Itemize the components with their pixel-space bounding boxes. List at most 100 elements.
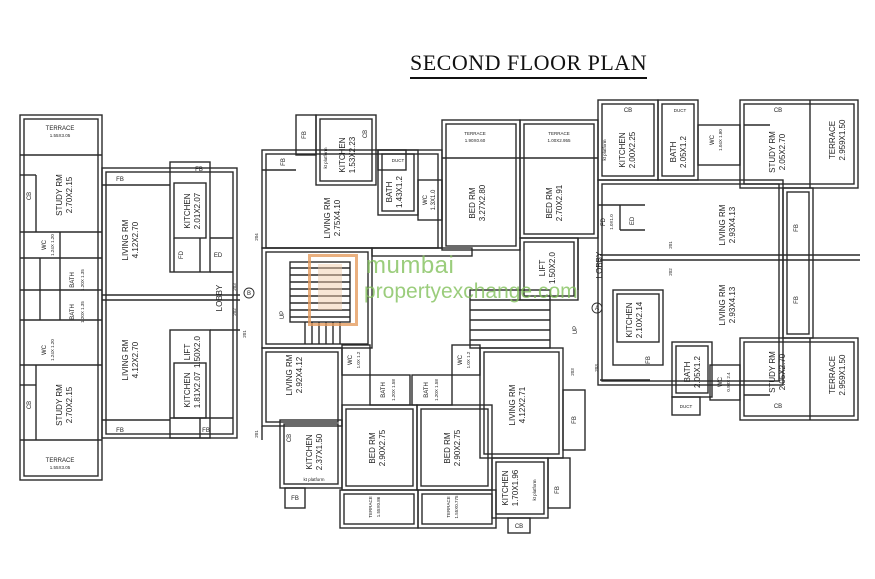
label-kt-platform-b1: kt platform: [303, 477, 324, 482]
label-ed-r: ED: [630, 216, 636, 225]
label-bath-b1: BATH: [381, 382, 387, 398]
room-labels: TERRACE 1.55X3.05 STUDY RM 2.70X2.15 CB …: [27, 108, 847, 530]
label-kitchen-r2: KITCHEN: [625, 302, 634, 337]
dim-bed-b1: 2.90X2.75: [378, 429, 387, 466]
label-fd-l: FD: [179, 250, 185, 259]
marker-b-circle: [243, 287, 255, 299]
label-terrace-bl: TERRACE: [46, 458, 75, 464]
label-fb-r1: FB: [794, 224, 800, 232]
label-lift-l: LIFT: [183, 344, 192, 361]
label-fb-b1: FB: [572, 416, 578, 424]
label-terrace-r1: TERRACE: [828, 121, 837, 159]
dim-bath-r2: 2.05X1.2: [693, 355, 702, 388]
label-lift-c: LIFT: [538, 260, 547, 277]
dim-terrace-b2: 1.55X0.775: [454, 495, 459, 519]
dim-lift-l: 1.50X2.0: [193, 335, 202, 368]
label-duct-r2: DUCT: [680, 404, 693, 409]
label-fb-b2: FB: [291, 496, 299, 502]
label-duct-c1: DUCT: [392, 158, 405, 163]
label-terrace-b2: TERRACE: [446, 496, 451, 518]
dim-kitchen-l2: 1.81X2.07: [193, 371, 202, 408]
dim-bed-c2: 2.70X2.91: [555, 184, 564, 221]
label-study-tl: STUDY RM: [55, 174, 64, 216]
label-wc-b1: WC: [348, 354, 354, 365]
label-kt-platform-c1: kt platform: [323, 147, 328, 168]
dim-bed-b2: 2.90X2.75: [453, 429, 462, 466]
label-study-r1: STUDY RM: [768, 131, 777, 173]
dim-terrace-c1: 1.90X0.60: [465, 138, 486, 143]
dim-kitchen-l1: 2.01X2.07: [193, 192, 202, 229]
label-fb-c1: FB: [281, 158, 287, 166]
label-bath-c1: BATH: [385, 181, 394, 202]
label-terrace-c2: TERRACE: [548, 131, 570, 136]
label-bath-b2: BATH: [424, 382, 430, 398]
dim-bath-b2: 1.20X 1.58: [434, 379, 439, 401]
dim-wc-r1: 1.04X 1.80: [718, 129, 723, 151]
label-cb-r3: CB: [774, 404, 782, 410]
label-kitchen-l2: KITCHEN: [183, 372, 192, 407]
watermark-building-fill: [318, 264, 342, 310]
dim-terrace-c2: 1.00X2.955: [547, 138, 571, 143]
label-cb-b2: CB: [515, 524, 523, 530]
label-lobby-l: LOBBY: [215, 284, 224, 311]
label-terrace-c1: TERRACE: [464, 131, 486, 136]
label-cb-tl: CB: [27, 192, 33, 200]
label-bath-r2: BATH: [683, 361, 692, 382]
num-203-b: 203: [570, 368, 575, 376]
label-living-l2: LIVING RM: [121, 339, 130, 380]
label-kitchen-r1: KITCHEN: [618, 132, 627, 167]
label-wc-r1: WC: [710, 134, 716, 145]
bottom-center-walls: [261, 344, 586, 534]
label-living-c1: LIVING RM: [323, 197, 332, 238]
dim-terrace-b1: 1.55X0.86: [376, 496, 381, 517]
label-kitchen-c1: KITCHEN: [338, 137, 347, 172]
dim-terrace-r2: 2.959X1.50: [838, 354, 847, 395]
label-cb-bl: CB: [27, 401, 33, 409]
label-kitchen-b1: KITCHEN: [305, 434, 314, 469]
label-kt-platform-r1: kt platform: [602, 139, 607, 160]
dim-fd-r: 1.0X1.0: [609, 214, 614, 230]
label-living-r2: LIVING RM: [718, 284, 727, 325]
watermark-logo: mumbai propertyexchange.com: [300, 250, 578, 330]
dim-bath-r1: 2.05X1.2: [679, 135, 688, 168]
watermark-text-2: propertyexchange.com: [364, 280, 578, 303]
label-fb-r3: FB: [646, 356, 652, 364]
dim-wc-l1: 1.24X 1.20: [50, 234, 55, 256]
label-bed-c1: BED RM: [468, 187, 477, 218]
num-204: 204: [254, 233, 259, 241]
watermark-text-1: mumbai: [366, 252, 455, 279]
label-wc-l1: WC: [42, 239, 48, 250]
label-cb-b1: CB: [287, 434, 293, 442]
dim-kitchen-b1: 2.37X1.50: [315, 433, 324, 470]
num-203-l: 203: [232, 283, 237, 291]
label-fb-1: FB: [116, 177, 124, 183]
dim-study-bl: 2.70X2.15: [65, 386, 74, 423]
center-walls: [261, 114, 599, 349]
num-201-r: 201: [668, 241, 673, 249]
dim-bath-c1: 1.43X1.2: [395, 175, 404, 208]
dim-study-tl: 2.70X2.15: [65, 176, 74, 213]
dim-bed-c1: 3.27X2.80: [478, 184, 487, 221]
dim-terrace-bl: 1.55X3.05: [50, 465, 71, 470]
dim-wc-r2: 0.93X 2.4: [726, 372, 731, 392]
label-bath-l1: BATH: [70, 272, 76, 288]
marker-a: A: [595, 306, 599, 312]
dim-kitchen-r2: 2.10X2.14: [635, 301, 644, 338]
label-terrace-r2: TERRACE: [828, 356, 837, 394]
dim-bath-l1: 1.20X 1.35: [80, 269, 85, 291]
dim-living-b2: 4.12X2.71: [518, 386, 527, 423]
label-lobby-r: LOBBY: [595, 251, 604, 278]
label-ed-l: ED: [214, 253, 223, 259]
dim-lift-c: 1.50X2.0: [548, 251, 557, 284]
label-terrace-b1: TERRACE: [368, 496, 373, 518]
num-202-r: 202: [668, 268, 673, 276]
dim-living-l2: 4.12X2.70: [131, 341, 140, 378]
label-living-b2: LIVING RM: [508, 384, 517, 425]
label-terrace-tl: TERRACE: [46, 126, 75, 132]
label-kt-platform-b2: kt platform: [532, 479, 537, 500]
label-wc-r2: WC: [718, 376, 724, 387]
label-up-1: UP: [280, 311, 286, 319]
label-wc-l2: WC: [42, 344, 48, 355]
